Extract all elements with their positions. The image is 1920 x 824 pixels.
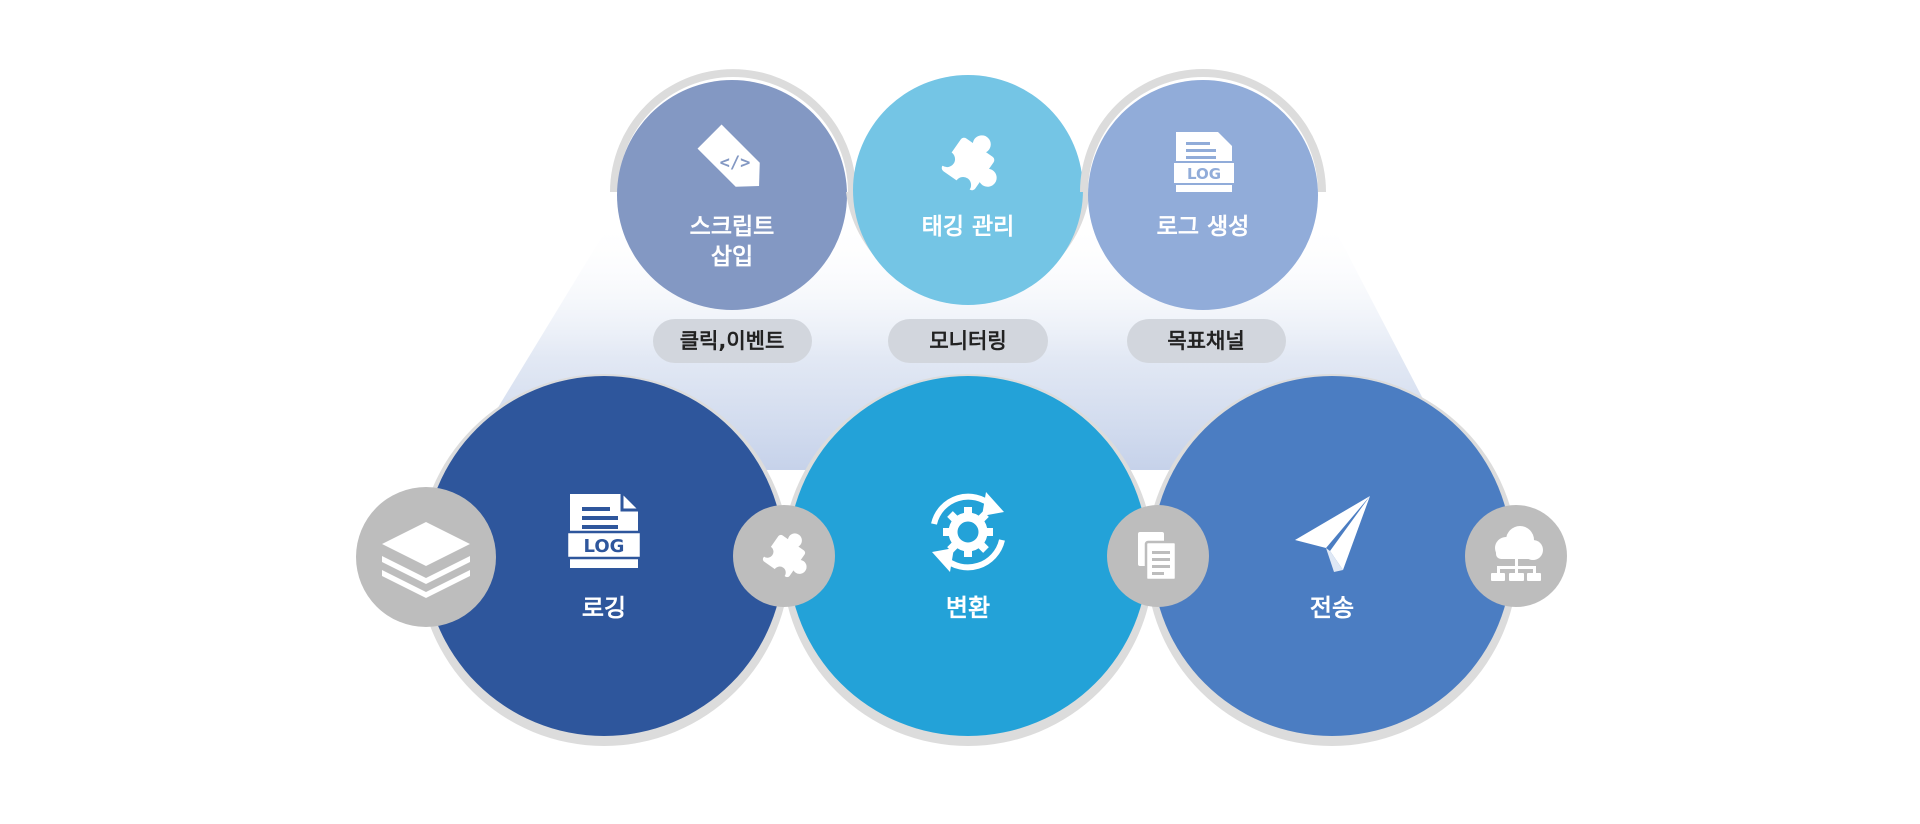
stage-label-transform: 변환 bbox=[946, 594, 990, 622]
pill-label-click-event: 클릭,이벤트 bbox=[680, 329, 785, 353]
puzzle-icon bbox=[761, 533, 807, 579]
top-circle-body bbox=[617, 80, 847, 310]
layers-icon bbox=[382, 522, 470, 598]
top-label-log-generation: 로그 생성 bbox=[1157, 214, 1250, 240]
top-circle-log-generation: LOG 로그 생성 bbox=[1080, 69, 1326, 310]
top-circle-tagging-management: 태깅 관리 bbox=[846, 75, 1090, 305]
connector-documents bbox=[1107, 505, 1209, 607]
connector-cloud bbox=[1465, 505, 1567, 607]
svg-text:</>: </> bbox=[720, 153, 751, 173]
pill-label-monitoring: 모니터링 bbox=[929, 329, 1006, 353]
top-label-script-insert-line1: 스크립트 bbox=[690, 214, 775, 240]
log-icon-text: LOG bbox=[1187, 165, 1221, 183]
sync-gear-icon bbox=[931, 492, 1005, 572]
stage-circle-logging: LOG 로깅 bbox=[418, 374, 790, 746]
top-label-tagging-management: 태깅 관리 bbox=[922, 214, 1015, 240]
pill-label-target-channel: 목표채널 bbox=[1167, 329, 1244, 353]
pill-target-channel: 목표채널 bbox=[1127, 319, 1286, 363]
documents-icon bbox=[1138, 532, 1178, 582]
puzzle-icon bbox=[939, 135, 997, 193]
stage-label-logging: 로깅 bbox=[582, 594, 626, 622]
pill-background bbox=[888, 319, 1048, 363]
pill-background bbox=[653, 319, 812, 363]
stage-circle-transform: 변환 bbox=[782, 374, 1154, 746]
log-file-icon: LOG bbox=[1172, 132, 1236, 192]
log-icon-text: LOG bbox=[584, 536, 625, 557]
log-file-icon: LOG bbox=[565, 494, 643, 568]
tag-code-icon: </> bbox=[697, 124, 760, 187]
connector-layers bbox=[356, 487, 496, 627]
top-circle-body bbox=[1088, 80, 1318, 310]
cloud-network-icon bbox=[1491, 526, 1543, 581]
stage-circle-transmit: 전송 bbox=[1146, 374, 1518, 746]
stage-label-transmit: 전송 bbox=[1310, 594, 1354, 622]
pill-background bbox=[1127, 319, 1286, 363]
connector-puzzle bbox=[733, 505, 835, 607]
pill-monitoring: 모니터링 bbox=[888, 319, 1048, 363]
top-label-script-insert-line2: 삽입 bbox=[711, 244, 753, 270]
pill-click-event: 클릭,이벤트 bbox=[653, 319, 812, 363]
paper-plane-icon bbox=[1295, 496, 1370, 572]
top-circle-script-insert: </> 스크립트 삽입 bbox=[610, 69, 856, 310]
